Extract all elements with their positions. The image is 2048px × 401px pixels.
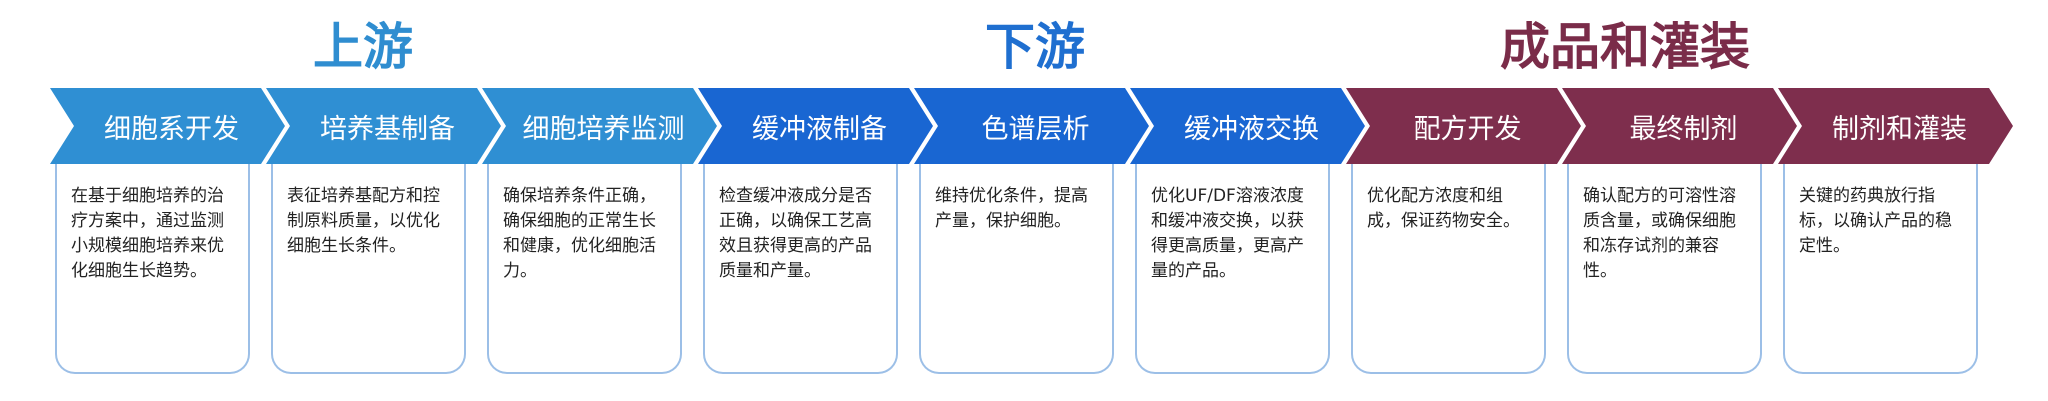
stage-description-card: 表征培养基配方和控制原料质量，以优化细胞生长条件。 <box>271 156 466 374</box>
stage-label: 细胞系开发 <box>104 113 239 145</box>
stage-description-card: 检查缓冲液成分是否正确，以确保工艺高效且获得更高的产品质量和产量。 <box>703 156 898 374</box>
section-title-downstream: 下游 <box>985 18 1085 76</box>
stage-arrow: 最终制剂 <box>1562 88 1797 164</box>
stage-description: 检查缓冲液成分是否正确，以确保工艺高效且获得更高的产品质量和产量。 <box>719 186 872 281</box>
stage-label: 色谱层析 <box>981 113 1090 145</box>
stage-description-card: 确保培养条件正确，确保细胞的正常生长和健康，优化细胞活力。 <box>487 156 682 374</box>
stage-description: 关键的药典放行指标，以确认产品的稳定性。 <box>1799 186 1952 256</box>
stage-arrow: 色谱层析 <box>914 88 1149 164</box>
stage-description: 维持优化条件，提高产量，保护细胞。 <box>935 186 1088 231</box>
stage-description-card: 关键的药典放行指标，以确认产品的稳定性。 <box>1783 156 1978 374</box>
stage-description: 优化UF/DF溶液浓度和缓冲液交换，以获得更高质量，更高产量的产品。 <box>1151 186 1304 281</box>
stage-description: 确认配方的可溶性溶质含量，或确保细胞和冻存试剂的兼容性。 <box>1583 186 1736 281</box>
stage-description-card: 在基于细胞培养的治疗方案中，通过监测小规模细胞培养来优化细胞生长趋势。 <box>55 156 250 374</box>
stage-description-card: 维持优化条件，提高产量，保护细胞。 <box>919 156 1114 374</box>
stage-arrow: 制剂和灌装 <box>1778 88 2013 164</box>
stage-label: 缓冲液交换 <box>1184 113 1319 145</box>
stage-label: 配方开发 <box>1413 113 1522 145</box>
stage-arrow: 缓冲液交换 <box>1130 88 1365 164</box>
stage-arrow: 细胞系开发 <box>50 88 285 164</box>
stage-label: 缓冲液制备 <box>752 113 887 145</box>
stage-label: 细胞培养监测 <box>522 113 685 145</box>
stage-description: 优化配方浓度和组成，保证药物安全。 <box>1367 186 1520 231</box>
stage-label: 最终制剂 <box>1629 113 1738 145</box>
section-title-upstream: 上游 <box>313 18 413 76</box>
stage-description: 确保培养条件正确，确保细胞的正常生长和健康，优化细胞活力。 <box>503 186 656 281</box>
stage-arrow: 细胞培养监测 <box>482 88 717 164</box>
stage-description-card: 优化UF/DF溶液浓度和缓冲液交换，以获得更高质量，更高产量的产品。 <box>1135 156 1330 374</box>
stage-description: 在基于细胞培养的治疗方案中，通过监测小规模细胞培养来优化细胞生长趋势。 <box>71 186 224 281</box>
section-title-fill-finish: 成品和灌装 <box>1500 18 1750 76</box>
stage-arrow: 配方开发 <box>1346 88 1581 164</box>
stage-description: 表征培养基配方和控制原料质量，以优化细胞生长条件。 <box>287 186 440 256</box>
stage-label: 培养基制备 <box>320 113 455 145</box>
stage-label: 制剂和灌装 <box>1832 113 1967 145</box>
stage-arrow: 培养基制备 <box>266 88 501 164</box>
stage-description-card: 优化配方浓度和组成，保证药物安全。 <box>1351 156 1546 374</box>
stage-description-card: 确认配方的可溶性溶质含量，或确保细胞和冻存试剂的兼容性。 <box>1567 156 1762 374</box>
stage-arrow: 缓冲液制备 <box>698 88 933 164</box>
